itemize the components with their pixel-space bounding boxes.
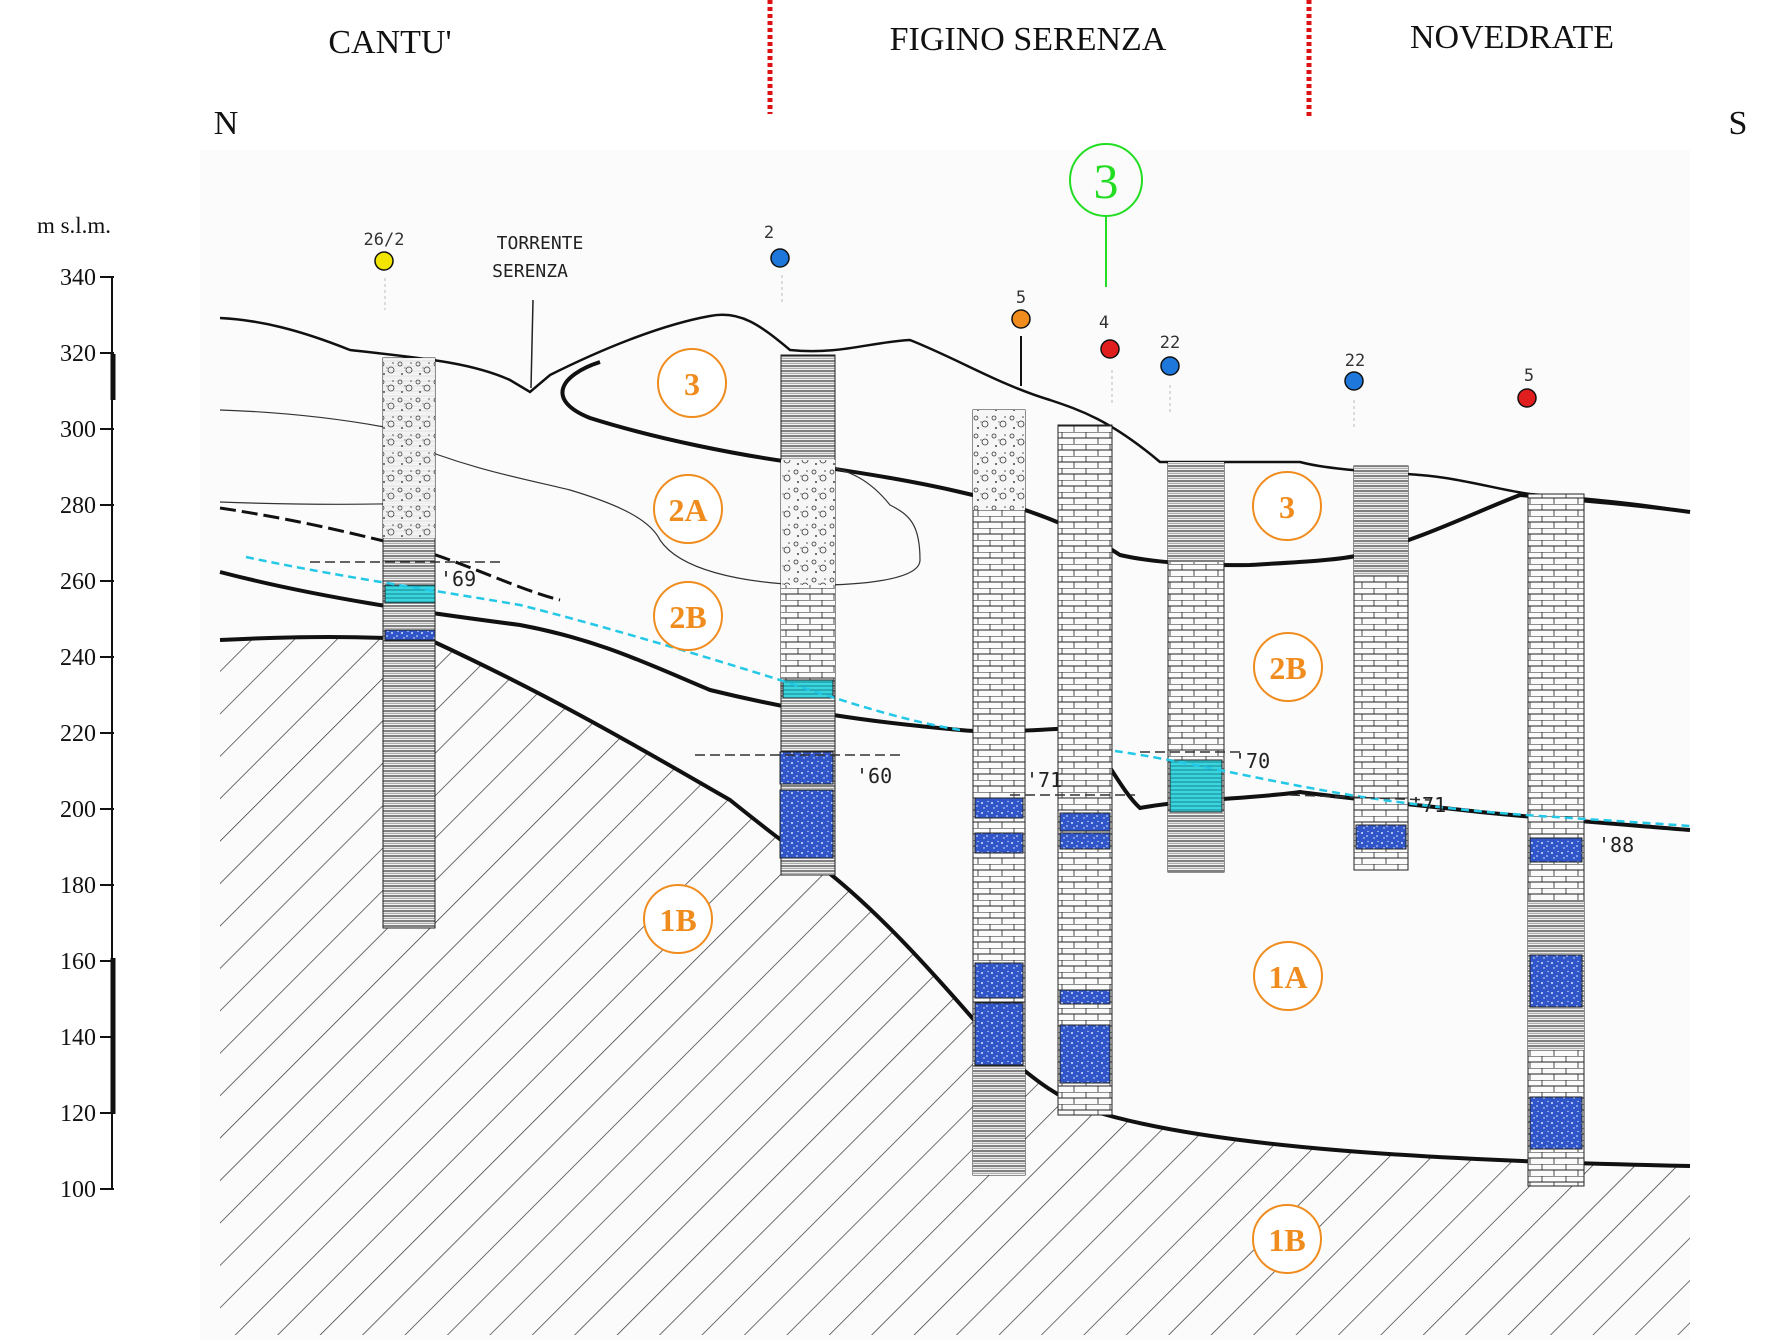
well-marker-5-orange: 5 xyxy=(1011,288,1031,386)
well-marker-26-2: 26/2 xyxy=(364,230,405,310)
axis-tick-label: 320 xyxy=(60,341,96,367)
unit-label-1b-north: 1B xyxy=(643,884,713,954)
axis-tick-label: 300 xyxy=(60,417,96,443)
section-marker-number: 3 xyxy=(1094,153,1119,209)
unit-labels: 3 2A 2B 1B 3 2B 1A 1B xyxy=(643,348,1323,1274)
unit-3-base xyxy=(560,360,1691,568)
svg-text:1B: 1B xyxy=(1268,1222,1305,1258)
svg-text:3: 3 xyxy=(684,366,700,402)
axis-tick-label: 220 xyxy=(60,721,96,747)
well-id: 2 xyxy=(764,223,774,243)
borehole-2 xyxy=(779,354,836,876)
year-markers xyxy=(310,561,1431,801)
svg-text:2B: 2B xyxy=(1269,650,1306,686)
unit-label-1a: 1A xyxy=(1253,941,1323,1011)
year-label: '88 xyxy=(1598,833,1634,857)
well-marker-2: 2 xyxy=(764,223,790,305)
well-marker-4: 4 xyxy=(1099,313,1120,405)
well-id: 26/2 xyxy=(364,230,405,250)
axis-ticks xyxy=(100,276,114,1190)
axis-tick-label: 160 xyxy=(60,949,96,975)
south-label: S xyxy=(1729,105,1748,142)
well-marker-22-b: 22 xyxy=(1344,351,1365,430)
well-id: 5 xyxy=(1016,288,1026,308)
borehole-26-2 xyxy=(382,357,436,929)
unit-label-3-south: 3 xyxy=(1252,471,1322,541)
well-id: 22 xyxy=(1160,333,1180,353)
town-label-figino-serenza: FIGINO SERENZA xyxy=(890,21,1167,58)
axis-tick-label: 260 xyxy=(60,569,96,595)
svg-text:1A: 1A xyxy=(1268,959,1307,995)
well-id: 22 xyxy=(1345,351,1365,371)
svg-text:1B: 1B xyxy=(659,902,696,938)
ground-surface xyxy=(219,313,1691,514)
borehole-4 xyxy=(1057,424,1113,1116)
unit-label-1b-south: 1B xyxy=(1252,1204,1322,1274)
unit-label-2b-north: 2B xyxy=(653,581,723,651)
borehole-5-orange xyxy=(972,409,1026,1176)
piezometric-line xyxy=(245,555,1691,828)
well-id: 5 xyxy=(1524,366,1534,386)
town-label-cantu: CANTU' xyxy=(328,24,451,61)
well-marker-5-red: 5 xyxy=(1517,366,1537,408)
axis-tick-label: 340 xyxy=(60,265,96,291)
stream-label-line1: TORRENTE xyxy=(497,233,584,254)
section-marker: 3 xyxy=(1069,143,1143,287)
borehole-5-red xyxy=(1527,493,1585,1187)
year-label: '60 xyxy=(856,764,892,788)
svg-text:2A: 2A xyxy=(668,492,707,528)
axis-tick-label: 280 xyxy=(60,493,96,519)
axis-unit-label: m s.l.m. xyxy=(37,213,111,238)
year-label: '71 xyxy=(1410,793,1446,817)
axis-tick-label: 100 xyxy=(60,1177,96,1203)
year-label: '69 xyxy=(440,567,476,591)
year-label: '71 xyxy=(1026,768,1062,792)
stream-label-line2: SERENZA xyxy=(492,261,568,282)
svg-text:3: 3 xyxy=(1279,489,1295,525)
unit-label-2b-south: 2B xyxy=(1253,632,1323,702)
axis-tick-label: 200 xyxy=(60,797,96,823)
axis-tick-label: 240 xyxy=(60,645,96,671)
axis-tick-label: 120 xyxy=(60,1101,96,1127)
axis-tick-label: 140 xyxy=(60,1025,96,1051)
well-id: 4 xyxy=(1099,313,1109,333)
north-label: N xyxy=(214,105,239,142)
well-marker-22-a: 22 xyxy=(1160,333,1180,415)
town-label-novedrate: NOVEDRATE xyxy=(1410,19,1614,56)
borehole-22-b xyxy=(1353,465,1409,871)
year-label: '70 xyxy=(1234,749,1270,773)
axis-tick-label: 180 xyxy=(60,873,96,899)
unit-2a-lens xyxy=(399,439,921,586)
bedrock-unit-1b xyxy=(220,637,1690,1335)
svg-text:2B: 2B xyxy=(669,599,706,635)
borehole-22-a xyxy=(1167,461,1225,873)
unit-2a-upper-line xyxy=(219,409,401,431)
unit-label-2a: 2A xyxy=(653,474,723,544)
unit-label-3-north: 3 xyxy=(657,348,727,418)
stream-pointer xyxy=(530,299,534,389)
